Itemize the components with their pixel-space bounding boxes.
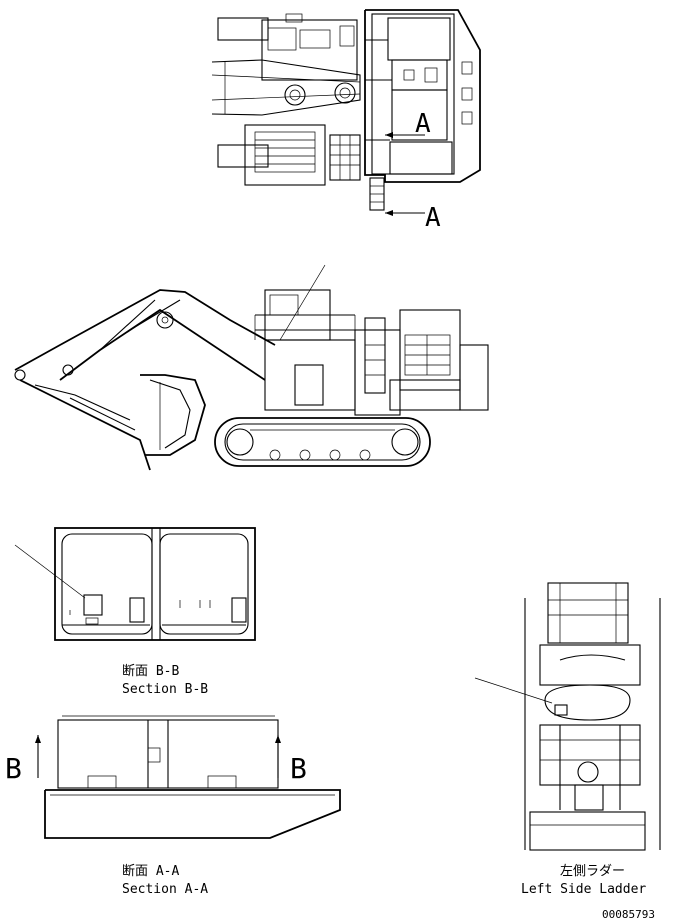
section-bb-title-en: Section B-B <box>122 682 208 697</box>
left-ladder-title-jp: 左側ラダー <box>560 864 625 879</box>
section-bb-view <box>14 527 256 641</box>
excavator-side-view <box>14 264 489 471</box>
part-number: 00085793 <box>602 908 655 921</box>
section-a-marker-top: A <box>415 109 431 139</box>
section-aa-title-jp: 断面 A-A <box>122 864 179 879</box>
section-a-marker-bottom: A <box>425 203 441 233</box>
section-bb-title-jp: 断面 B-B <box>122 664 179 679</box>
section-b-marker-left: B <box>5 752 22 785</box>
section-aa-view <box>35 715 341 839</box>
section-b-marker-right: B <box>290 752 307 785</box>
left-ladder-title-en: Left Side Ladder <box>521 882 646 897</box>
top-plan-view <box>211 9 481 216</box>
section-aa-title-en: Section A-A <box>122 882 208 897</box>
left-side-ladder-view <box>474 582 661 851</box>
